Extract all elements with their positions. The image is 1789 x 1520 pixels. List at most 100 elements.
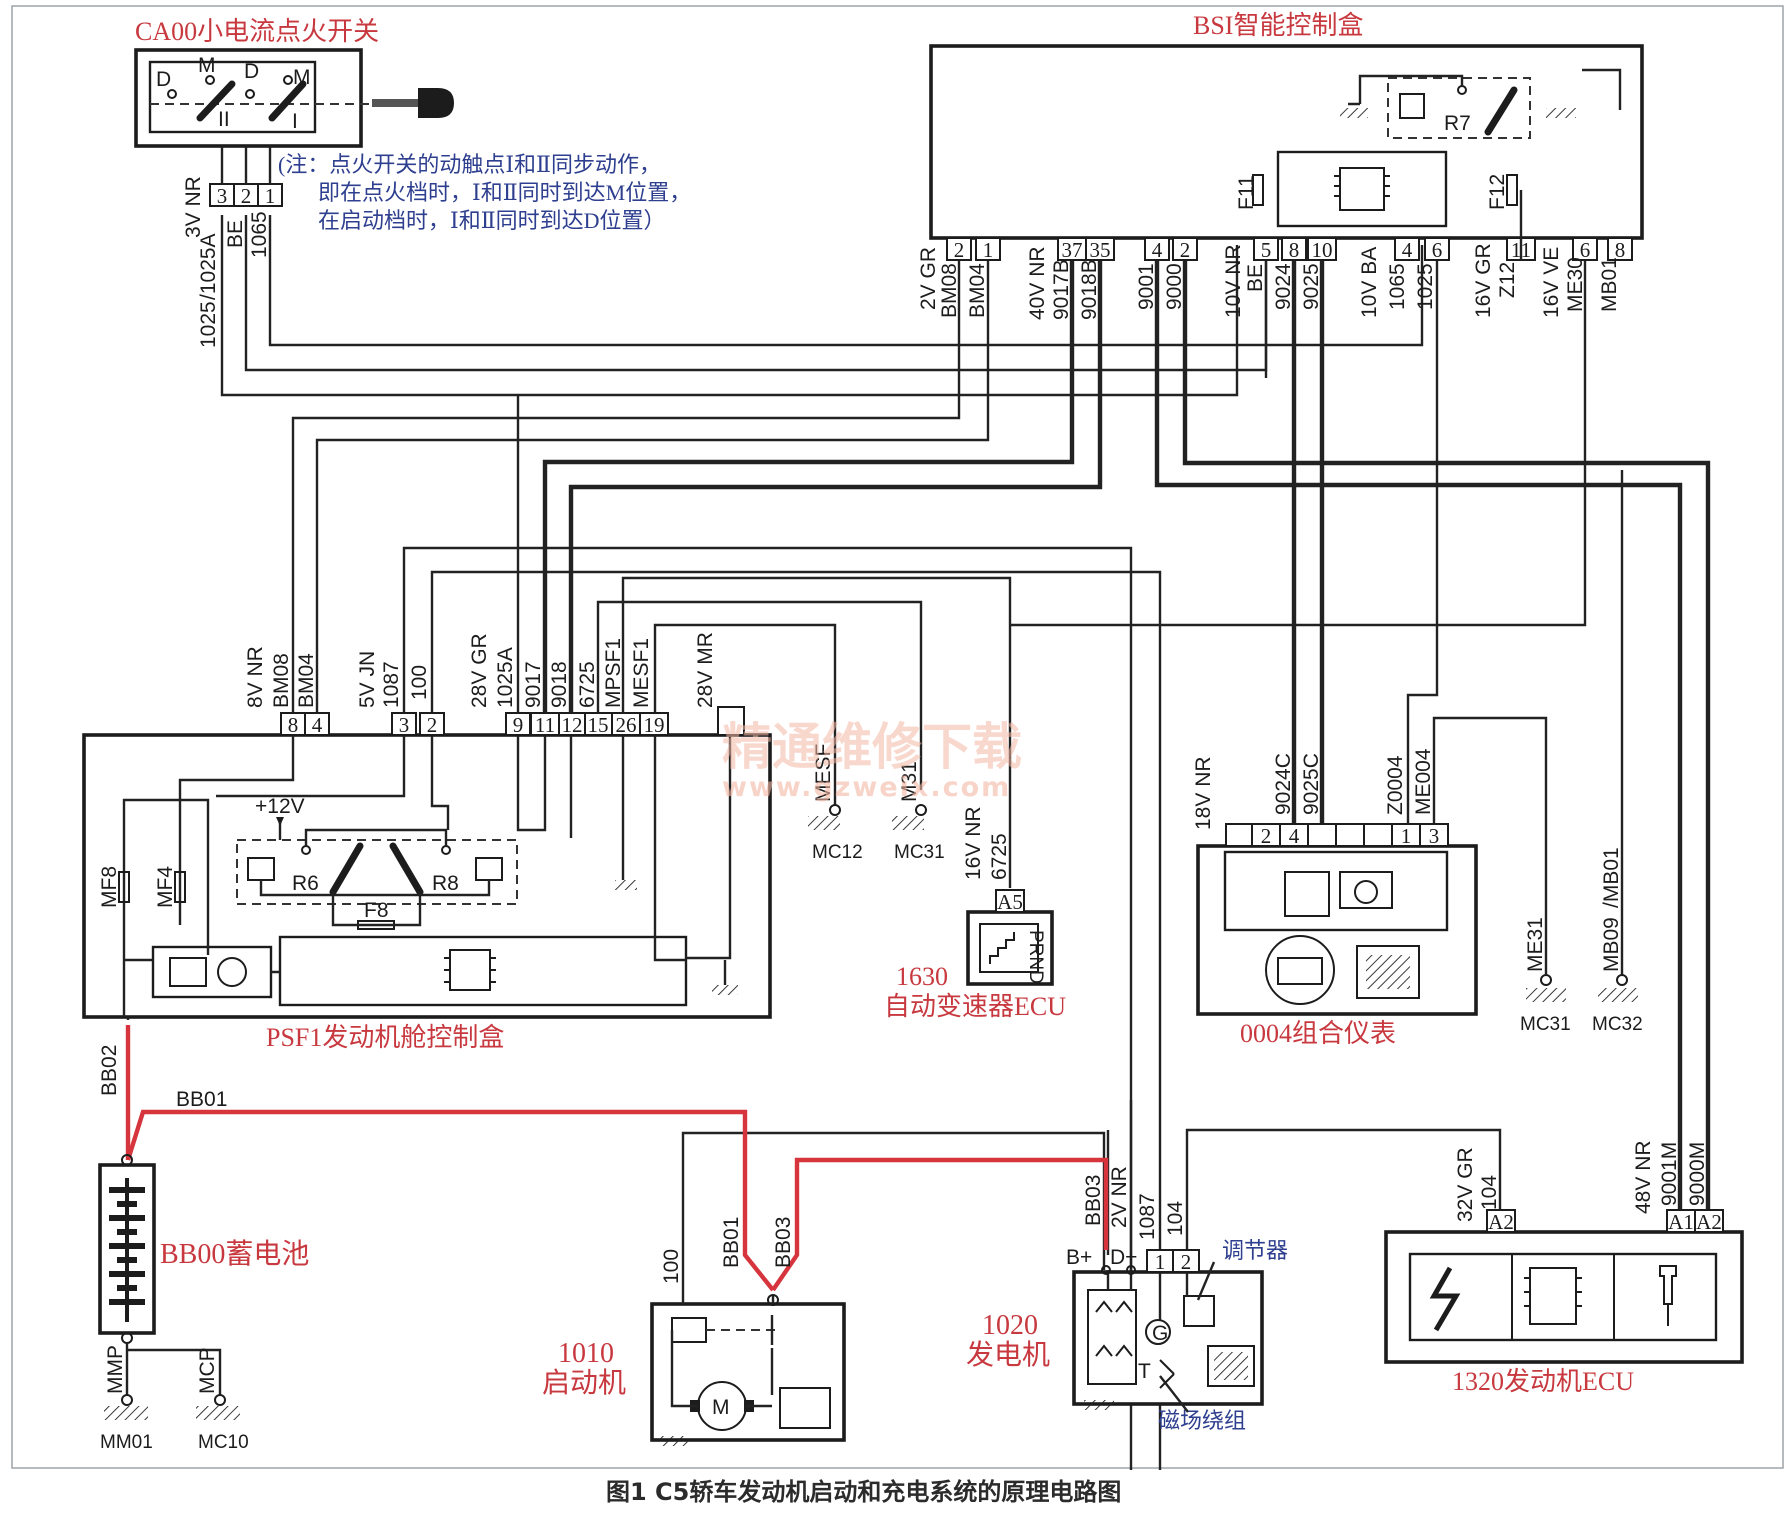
ign-switch-1: I — [292, 110, 298, 133]
ignition-switch-title: CA00小电流点火开关 — [135, 17, 379, 46]
battery-title: BB00蓄电池 — [160, 1238, 309, 1270]
ground-mc31: MC31 — [894, 842, 945, 863]
svg-text:9000M: 9000M — [1686, 1142, 1709, 1206]
ground-symbols: MC12 MC31 MC31 MC32 MM01 MC10 — [100, 804, 1643, 1453]
bsi-box: F11 F12 R7 — [929, 44, 1644, 240]
psf1-fuse-f8: F8 — [364, 899, 389, 922]
starter-motor: M — [650, 1255, 846, 1446]
svg-text:Z0004: Z0004 — [1384, 755, 1407, 815]
svg-text:MMP: MMP — [104, 1345, 127, 1394]
wire-labels: 3V NR /1025A BE 1065 1025 2V GR BM08 BM0… — [98, 176, 1709, 1394]
ign-contact-d1: D — [156, 68, 171, 91]
svg-text:1065: 1065 — [1386, 263, 1409, 310]
psf1-fuse-mf8: MF8 — [98, 866, 121, 908]
svg-text:4: 4 — [1402, 238, 1413, 262]
svg-text:MCP: MCP — [196, 1347, 219, 1394]
svg-text:9001M: 9001M — [1658, 1142, 1681, 1206]
starter-motor-symbol: M — [712, 1396, 730, 1419]
svg-text:A2: A2 — [1696, 1210, 1722, 1234]
figure-caption: 图1 C5轿车发动机启动和充电系统的原理电路图 — [606, 1478, 1121, 1506]
ground-mm01: MM01 — [100, 1432, 153, 1453]
ecu-1630-title: 自动变速器ECU — [884, 992, 1066, 1021]
svg-text:BM08: BM08 — [938, 263, 961, 318]
ground-mc31b: MC31 — [1520, 1014, 1571, 1035]
svg-text:6725: 6725 — [988, 833, 1011, 880]
svg-text:104: 104 — [1478, 1175, 1501, 1210]
svg-text:28V GR: 28V GR — [468, 633, 491, 708]
ecu-1630: PRND — [966, 910, 1054, 986]
svg-text:100: 100 — [408, 665, 431, 700]
instrument-cluster — [1196, 844, 1478, 1016]
sync-note: (注：点火开关的动触点Ⅰ和Ⅱ同步动作， 即在点火档时，Ⅰ和Ⅱ同时到达M位置， 在… — [278, 152, 691, 233]
svg-text:ME004: ME004 — [1412, 748, 1435, 815]
ign-contact-m2: M — [293, 66, 311, 89]
svg-text:1025A: 1025A — [494, 647, 517, 708]
svg-text:1025: 1025 — [197, 301, 220, 348]
svg-text:9018: 9018 — [548, 661, 571, 708]
outer-frame — [11, 5, 1784, 1469]
svg-text:M31: M31 — [898, 761, 921, 802]
svg-text:9017B: 9017B — [1050, 259, 1073, 320]
svg-text:8: 8 — [1615, 238, 1626, 262]
svg-text:(注：点火开关的动触点Ⅰ和Ⅱ同步动作，: (注：点火开关的动触点Ⅰ和Ⅱ同步动作， — [278, 152, 661, 177]
svg-text:26: 26 — [616, 713, 637, 737]
svg-text:1: 1 — [265, 184, 276, 208]
svg-text:6725: 6725 — [576, 661, 599, 708]
svg-text:28V MR: 28V MR — [694, 632, 717, 708]
ic-chip-icon — [444, 949, 496, 991]
svg-text:4: 4 — [1152, 238, 1163, 262]
bsi-fuse-f11: F11 — [1235, 175, 1258, 210]
svg-text:BB01: BB01 — [176, 1088, 227, 1111]
ic-chip-icon — [1334, 167, 1390, 211]
svg-text:19: 19 — [644, 713, 665, 737]
svg-text:MESF: MESF — [812, 744, 835, 802]
svg-text:4: 4 — [312, 713, 323, 737]
svg-text:BB02: BB02 — [98, 1045, 121, 1096]
alternator-transistor: T — [1138, 1360, 1151, 1383]
bsi-relay-r7: R7 — [1444, 112, 1471, 135]
cluster-title: 0004组合仪表 — [1240, 1019, 1396, 1048]
svg-text:BM04: BM04 — [295, 653, 318, 708]
svg-text:BB03: BB03 — [1082, 1175, 1105, 1226]
svg-text:3: 3 — [1429, 824, 1440, 848]
psf1-pins: 8 4 3 2 9 11 12 15 26 19 — [280, 706, 745, 737]
svg-text:1: 1 — [983, 238, 994, 262]
svg-text:2: 2 — [427, 713, 438, 737]
battery — [98, 1154, 222, 1395]
svg-text:9001: 9001 — [1135, 263, 1158, 310]
ground-mc12: MC12 — [812, 842, 863, 863]
svg-text:2V NR: 2V NR — [1108, 1166, 1131, 1228]
ign-switch-2: II — [218, 108, 230, 131]
svg-text:8V NR: 8V NR — [244, 646, 267, 708]
alternator-b-plus: B+ — [1066, 1246, 1092, 1269]
svg-text:6: 6 — [1580, 238, 1591, 262]
svg-text:1: 1 — [1155, 1250, 1166, 1274]
svg-text:BE: BE — [1244, 264, 1267, 292]
svg-text:MESF1: MESF1 — [630, 638, 653, 708]
svg-text:15: 15 — [588, 713, 609, 737]
svg-text:100: 100 — [660, 1249, 683, 1284]
ecu-1630-gear-text: PRND — [1025, 930, 1046, 984]
engine-ecu-title: 1320发动机ECU — [1452, 1367, 1634, 1396]
alternator-d-plus: D+ — [1110, 1246, 1137, 1269]
ign-contact-d2: D — [244, 60, 259, 83]
psf1-fuse-mf4: MF4 — [154, 866, 177, 908]
svg-text:9017: 9017 — [522, 661, 545, 708]
svg-text:8: 8 — [1289, 238, 1300, 262]
alternator-gen: G — [1152, 1322, 1168, 1345]
alternator-title: 发电机 — [966, 1339, 1050, 1371]
svg-text:1: 1 — [1401, 824, 1412, 848]
psf1-relay-r8: R8 — [432, 872, 459, 895]
svg-text:9018B: 9018B — [1078, 259, 1101, 320]
starter-number: 1010 — [558, 1338, 614, 1369]
ecu-1630-number: 1630 — [896, 962, 948, 991]
svg-text:9024: 9024 — [1272, 263, 1295, 310]
svg-text:16V GR: 16V GR — [1472, 243, 1495, 318]
psf1-box: +12V R6 R8 F8 MF8 MF4 — [82, 733, 772, 1019]
ic-chip-icon — [1524, 1267, 1582, 1325]
power-wires — [125, 1025, 1109, 1292]
svg-text:2: 2 — [1180, 238, 1191, 262]
svg-text:BB03: BB03 — [772, 1217, 795, 1268]
ignition-switch: D M D M II I — [134, 48, 454, 148]
svg-text:/MB01: /MB01 — [1600, 847, 1623, 908]
